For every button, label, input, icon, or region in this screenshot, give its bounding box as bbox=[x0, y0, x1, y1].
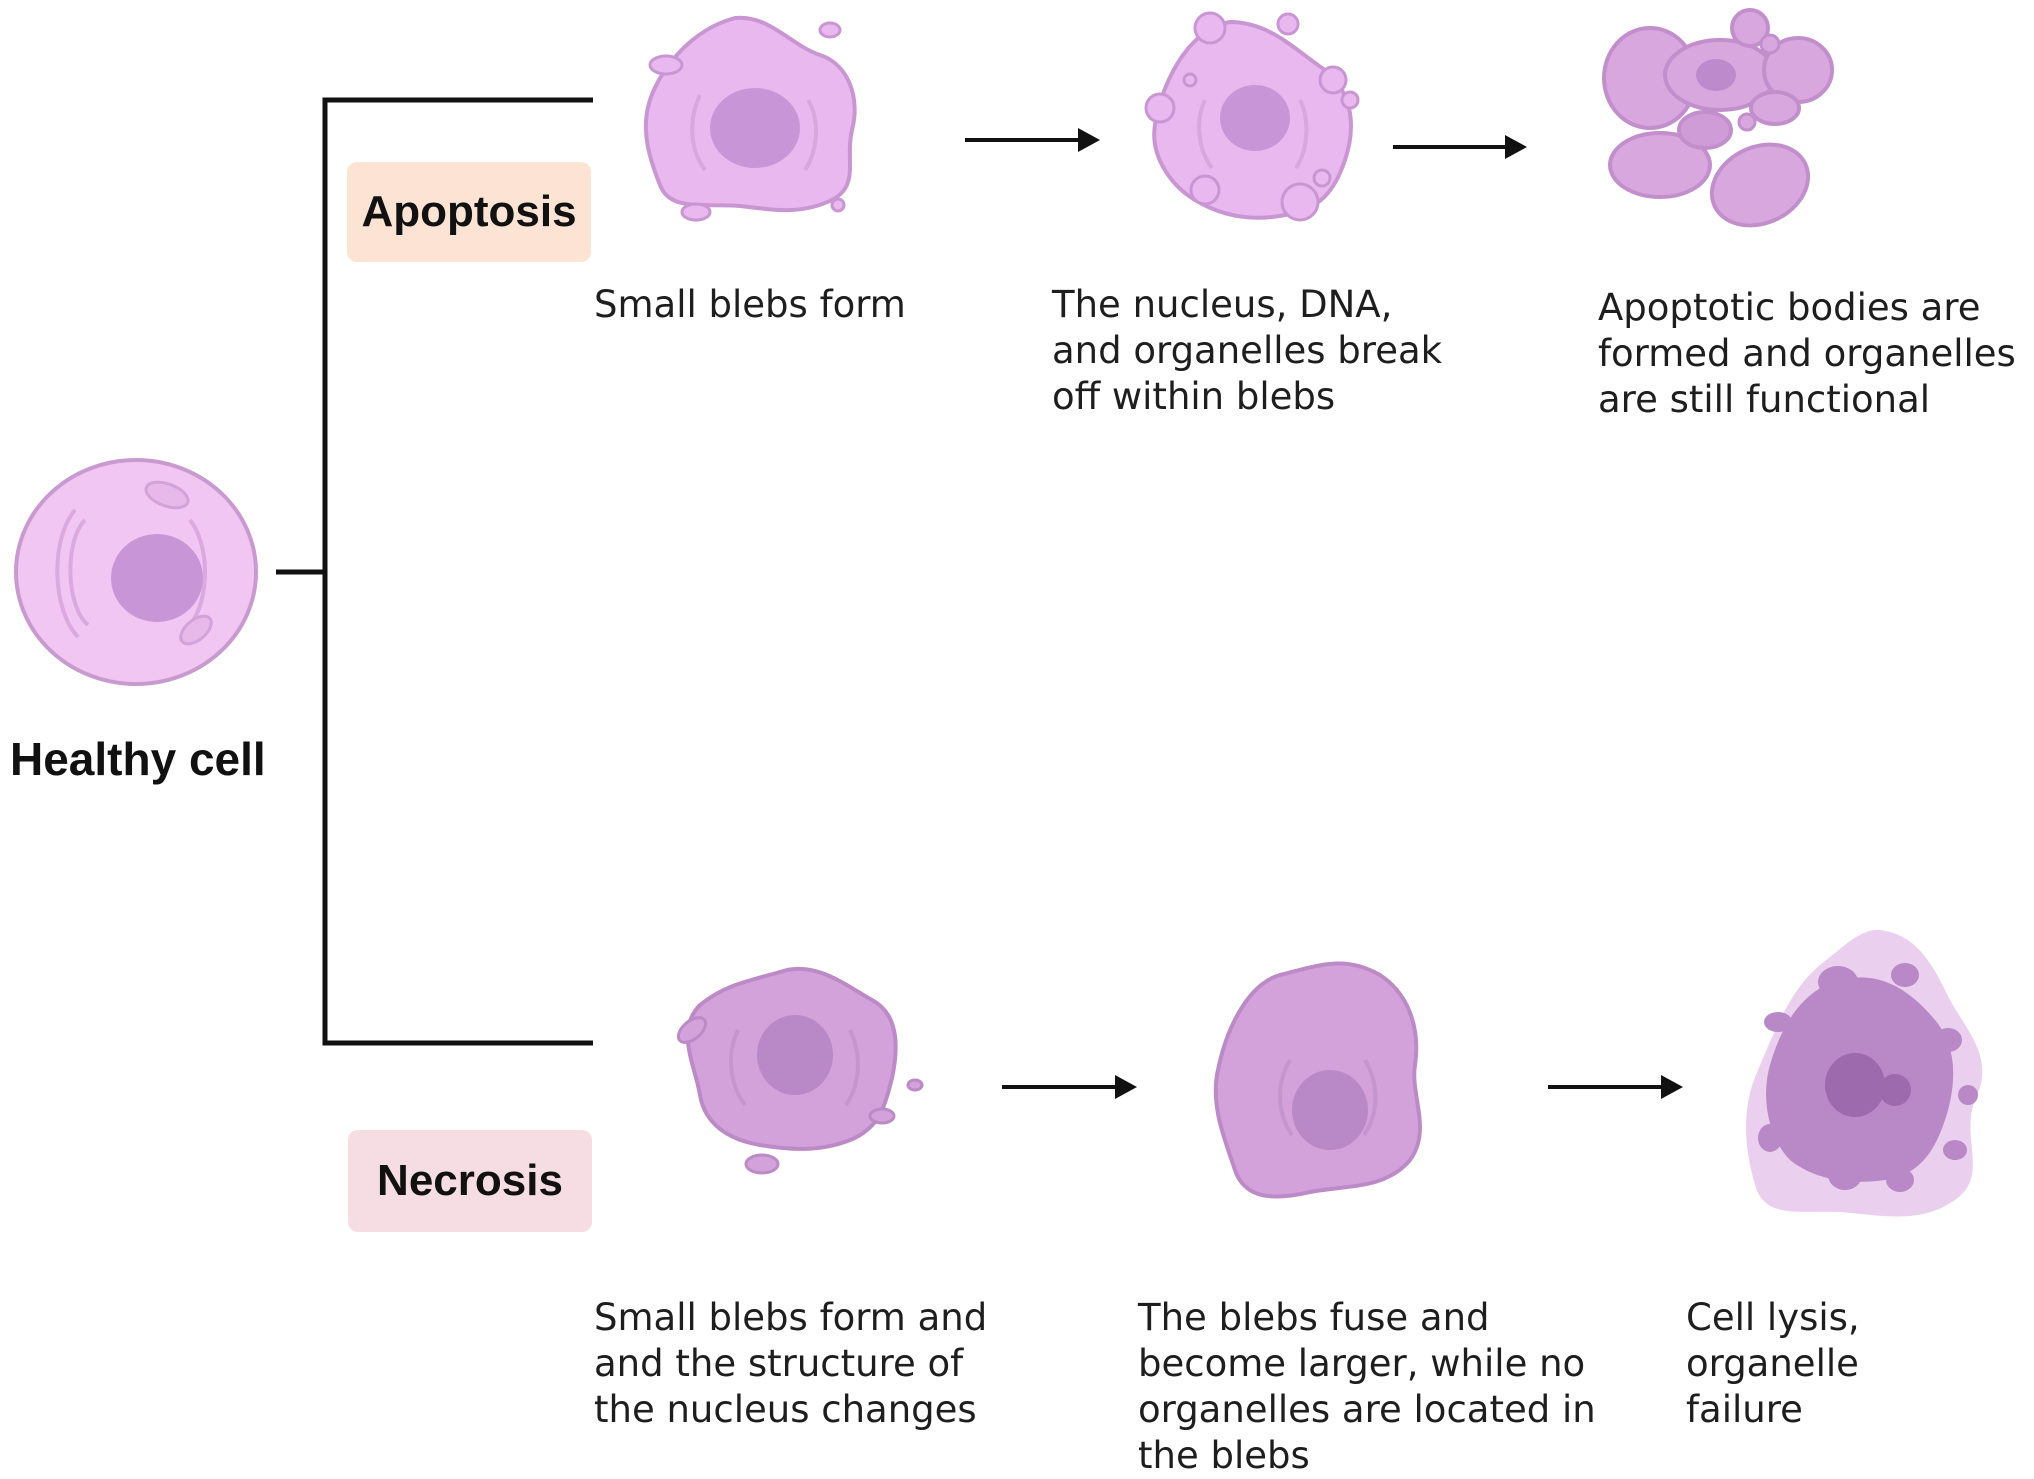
necrosis-stage3-lysed-cell bbox=[1745, 929, 1983, 1217]
necrosis-step2-caption: The blebs fuse and become larger, while … bbox=[1138, 1296, 1596, 1477]
necrosis-step1-caption: Small blebs form and and the structure o… bbox=[594, 1296, 988, 1431]
necrosis-stage2-cell bbox=[1213, 961, 1422, 1199]
arrow-necrosis-1 bbox=[1002, 1075, 1137, 1099]
healthy-cell-illustration bbox=[14, 458, 258, 686]
apoptosis-step2-caption: The nucleus, DNA, and organelles break o… bbox=[1052, 283, 1443, 418]
apoptosis-label: Apoptosis bbox=[361, 187, 577, 236]
arrow-apoptosis-1 bbox=[965, 128, 1100, 152]
apoptosis-stage3-bodies bbox=[1602, 8, 1834, 228]
necrosis-label-box: Necrosis bbox=[348, 1130, 592, 1232]
apoptosis-step3-caption: Apoptotic bodies are formed and organell… bbox=[1598, 286, 2016, 421]
apoptosis-step1-caption: Small blebs form bbox=[594, 283, 906, 326]
apoptosis-stage2-cell bbox=[1144, 11, 1360, 222]
branch-connector bbox=[276, 97, 593, 1046]
apoptosis-stage1-cell bbox=[643, 15, 857, 222]
necrosis-step3-caption: Cell lysis, organelle failure bbox=[1686, 1296, 1860, 1431]
arrow-necrosis-2 bbox=[1548, 1075, 1683, 1099]
necrosis-label: Necrosis bbox=[377, 1156, 563, 1205]
arrow-apoptosis-2 bbox=[1393, 135, 1527, 159]
apoptosis-label-box: Apoptosis bbox=[347, 162, 591, 262]
necrosis-stage1-cell bbox=[676, 966, 924, 1175]
healthy-cell-label: Healthy cell bbox=[10, 733, 266, 785]
